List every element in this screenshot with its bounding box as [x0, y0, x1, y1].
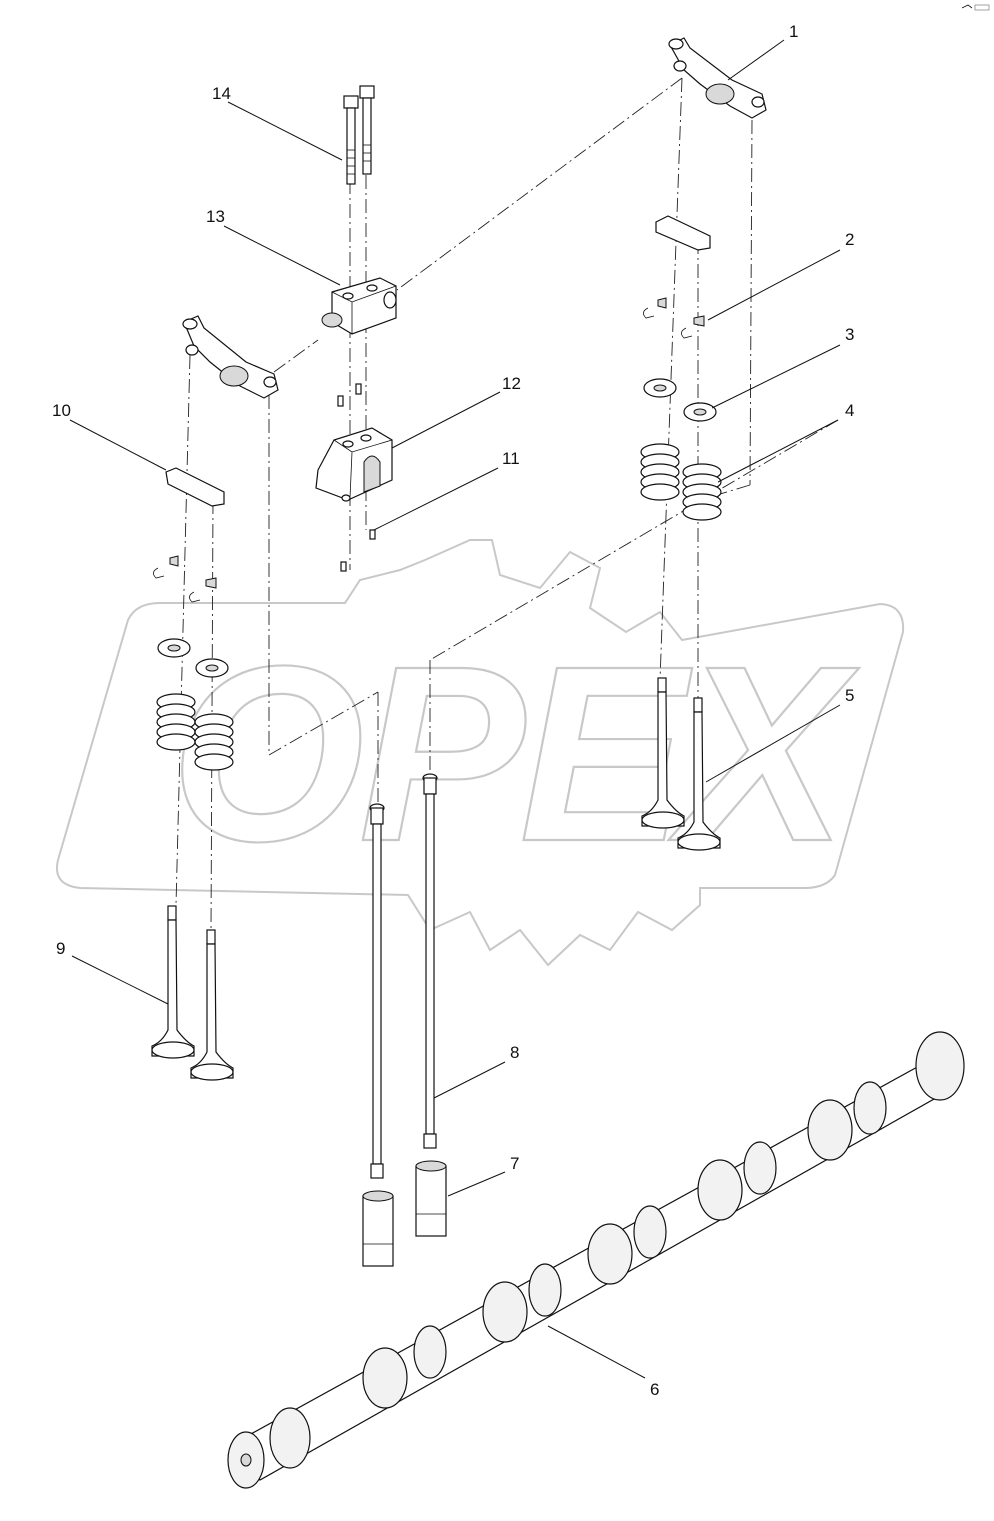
part-12-pedestal — [315, 427, 393, 502]
assembly-axes — [175, 77, 839, 931]
watermark-text: OPEX — [170, 614, 860, 893]
callout-8: 8 — [510, 1043, 519, 1062]
callout-5: 5 — [845, 686, 854, 705]
callout-4: 4 — [845, 401, 854, 420]
callout-2: 2 — [845, 230, 854, 249]
part-6-camshaft — [227, 1031, 965, 1489]
part-11-dowel-pins — [337, 383, 376, 572]
watermark-gear-icon — [56, 539, 905, 967]
part-8-push-rods — [369, 773, 438, 1179]
callout-13: 13 — [206, 207, 225, 226]
callout-12: 12 — [502, 374, 521, 393]
part-10-valve-bridge-left — [165, 467, 225, 507]
part-2-valve-collets — [153, 297, 705, 603]
callout-10: 10 — [52, 401, 71, 420]
callout-7: 7 — [510, 1154, 519, 1173]
leader-lines — [69, 39, 841, 1379]
part-9-valves-left — [151, 905, 234, 1081]
part-5-valves-right — [641, 677, 721, 851]
part-7-tappets — [362, 1160, 447, 1267]
callout-14: 14 — [212, 84, 231, 103]
callout-3: 3 — [845, 325, 854, 344]
part-1-rocker-arm-right — [668, 37, 767, 119]
corner-logo-icon — [961, 4, 990, 11]
callout-1: 1 — [789, 22, 798, 41]
part-14-bolts — [343, 85, 375, 185]
watermark: OPEX — [56, 539, 905, 967]
part-valve-bridge-right — [655, 215, 711, 251]
part-13-shaft-bracket — [321, 277, 397, 335]
callout-6: 6 — [650, 1380, 659, 1399]
part-rocker-arm-left — [182, 315, 279, 399]
callout-labels: 1 2 3 4 5 6 7 8 9 10 11 12 13 14 — [52, 22, 854, 1399]
part-3-spring-retainers — [157, 378, 717, 678]
callout-11: 11 — [502, 449, 520, 468]
callout-9: 9 — [56, 939, 65, 958]
part-4-valve-springs — [156, 443, 722, 771]
